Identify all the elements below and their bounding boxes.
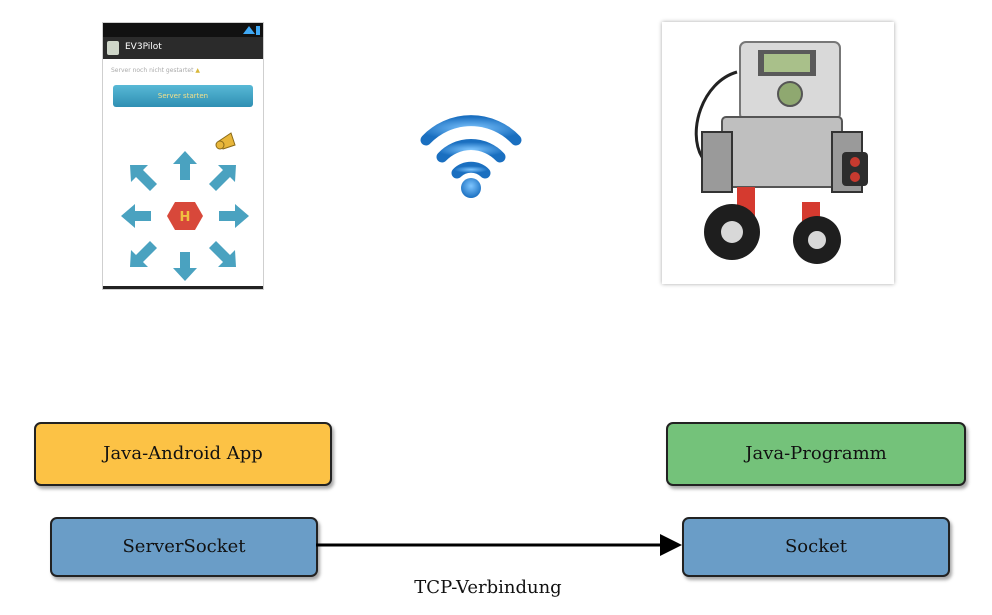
server-status-text: Server noch nicht gestartet ▲ bbox=[111, 67, 200, 74]
phone-nav-bar bbox=[103, 286, 263, 289]
java-programm-box: Java-Programm bbox=[666, 422, 966, 486]
arrow-right-icon[interactable] bbox=[219, 204, 249, 228]
arrow-up-icon[interactable] bbox=[173, 151, 197, 180]
start-server-button[interactable]: Server starten bbox=[113, 85, 253, 107]
arrow-down-left-icon[interactable] bbox=[130, 241, 157, 267]
arrow-up-right-icon[interactable] bbox=[209, 165, 236, 191]
stop-button[interactable] bbox=[167, 202, 203, 230]
phone-app-bar: EV3Pilot bbox=[103, 37, 263, 59]
arrow-up-left-icon[interactable] bbox=[130, 165, 157, 191]
socket-box: Socket bbox=[682, 517, 950, 577]
arrow-left-icon[interactable] bbox=[121, 204, 151, 228]
wifi-icon bbox=[420, 115, 522, 198]
warning-icon: ▲ bbox=[195, 67, 200, 74]
robot-image bbox=[662, 22, 894, 284]
app-icon bbox=[107, 41, 119, 55]
stop-button-label: H bbox=[180, 210, 191, 225]
horn-icon[interactable] bbox=[215, 132, 236, 150]
tcp-connection-label: TCP-Verbindung bbox=[414, 577, 562, 598]
serversocket-box: ServerSocket bbox=[50, 517, 318, 577]
ev3-robot-illustration bbox=[694, 41, 868, 264]
phone-screenshot: EV3Pilot Server noch nicht gestartet ▲ S… bbox=[102, 22, 264, 290]
server-status-label: Server noch nicht gestartet bbox=[111, 67, 194, 74]
tcp-connection-arrow bbox=[316, 534, 682, 556]
phone-status-bar bbox=[103, 23, 263, 37]
java-android-app-box: Java-Android App bbox=[34, 422, 332, 486]
arrow-down-right-icon[interactable] bbox=[209, 241, 236, 267]
signal-icon bbox=[243, 26, 260, 35]
app-title: EV3Pilot bbox=[125, 42, 162, 52]
arrow-down-icon[interactable] bbox=[173, 252, 197, 281]
